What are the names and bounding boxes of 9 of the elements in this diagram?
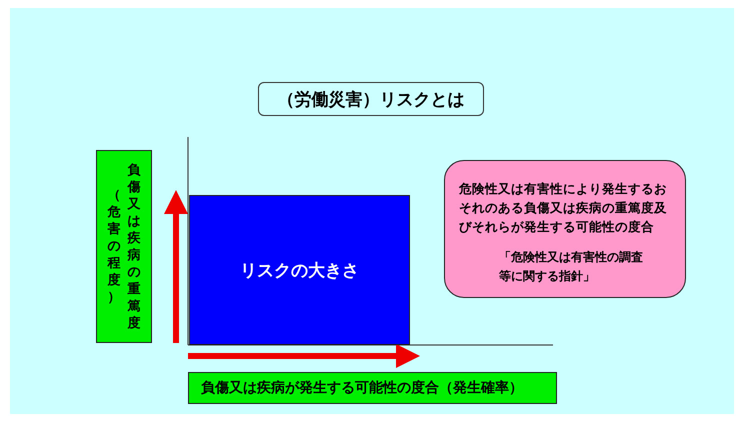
source-citation: 「危険性又は有害性の調査等に関する指針」 (499, 249, 644, 285)
axis-label-box: 負傷又は疾病が発生する可能性の度合（発生確率） (188, 372, 557, 404)
axis-label: （危害の程度） (106, 187, 122, 306)
axis-label-box (96, 150, 152, 343)
title-box: （労働災害）リスクとは (258, 82, 484, 116)
axis-label: 負傷又は疾病の重篤度 (126, 162, 142, 332)
definition-box (444, 160, 686, 298)
risk-area-rect: リスクの大きさ (189, 195, 410, 345)
definition-text: 危険性又は有害性により発生するおそれのある負傷又は疾病の重篤度及びそれらが発生する可能性の度合 (459, 180, 668, 236)
